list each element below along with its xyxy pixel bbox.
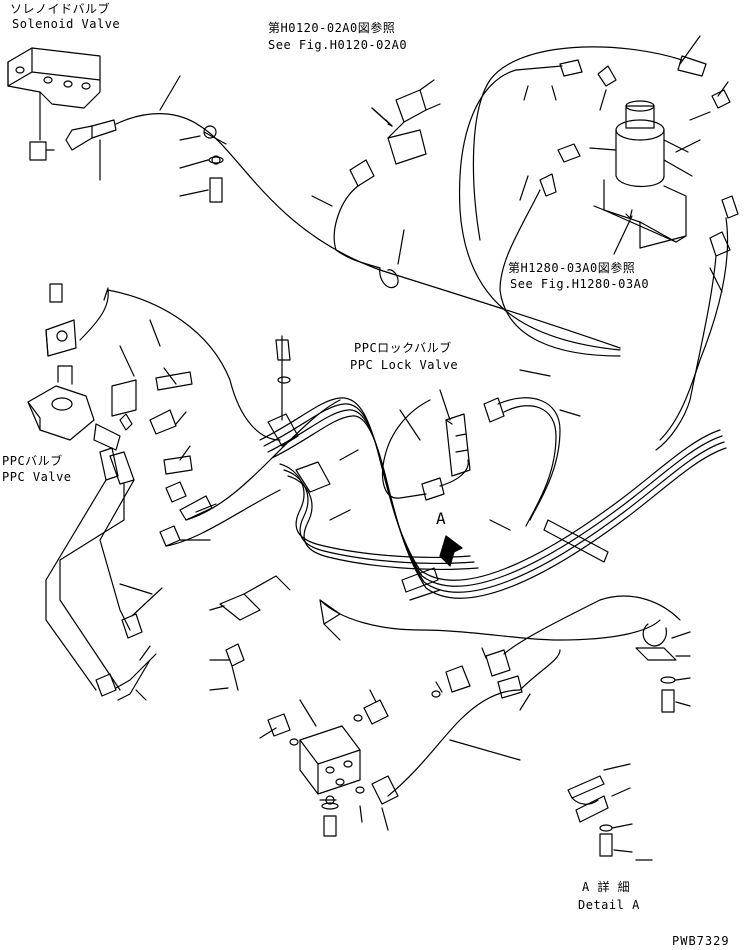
hose-lower-3 <box>387 689 521 797</box>
drawing-number: PWB7329 <box>672 934 730 948</box>
leader-line <box>159 75 181 111</box>
ppc-hose-2 <box>59 483 125 691</box>
hose-lower-2 <box>519 649 561 691</box>
solenoid-valve-label-jp: ソレノイドバルブ <box>10 2 111 16</box>
pump-fittings <box>515 35 739 293</box>
manifold-block <box>267 649 523 837</box>
fig-h1280-ref-en: See Fig.H1280-03A0 <box>510 277 650 291</box>
hose-loop-outer <box>472 46 683 241</box>
ppc-lock-valve-label-en: PPC Lock Valve <box>350 358 459 372</box>
detail-a-label-en: Detail A <box>578 898 640 912</box>
hose-lower-5 <box>219 593 261 621</box>
hose-right-down-2 <box>655 255 717 451</box>
hose-right-down <box>659 217 729 441</box>
view-a-arrow <box>439 535 463 567</box>
ppc-hose-4 <box>99 479 135 631</box>
ppc-valve <box>27 283 213 547</box>
hose-loop-right <box>458 69 621 351</box>
ppc-valve-label-en: PPC Valve <box>2 470 72 484</box>
ppc-lock-valve-label-jp: PPCロックバルブ <box>354 341 452 355</box>
hose-lower-1 <box>503 595 681 655</box>
ppc-hose-1 <box>107 289 281 441</box>
solenoid-hose-fitting <box>65 119 117 181</box>
hose-lower-8 <box>319 599 341 625</box>
valve-block-h0120 <box>311 79 441 269</box>
ppc-hose-6 <box>165 489 281 547</box>
clamp-bolt <box>179 125 227 203</box>
fig-h0120-ref-en: See Fig.H0120-02A0 <box>268 38 408 52</box>
lower-left-fittings <box>95 587 163 701</box>
ppc-hose-3 <box>45 479 107 691</box>
hose-solenoid-to-lock <box>115 113 621 349</box>
ppc-lock-valve <box>381 389 561 527</box>
leader-lines-lower <box>209 605 531 831</box>
hose-clamp <box>379 229 405 289</box>
leader-lines-misc <box>103 287 581 701</box>
fig-h0120-ref-jp: 第H0120-02A0図参照 <box>268 21 396 35</box>
pump-assembly-h1280 <box>589 100 693 249</box>
solenoid-valve <box>7 47 101 161</box>
view-a-label: A <box>436 509 447 528</box>
hose-lower-4 <box>319 599 661 641</box>
hose-lower-6 <box>243 575 291 595</box>
right-clamp-assembly <box>635 623 691 713</box>
detail-a-label-jp: A 詳 細 <box>582 880 631 894</box>
bundle-clamps <box>267 335 609 593</box>
tube-bundle-center <box>259 397 727 599</box>
hose-to-accum <box>499 189 621 357</box>
fig-h1280-ref-jp: 第H1280-03A0図参照 <box>508 261 636 275</box>
detail-a <box>567 763 653 861</box>
hose-lower-7 <box>225 643 245 691</box>
solenoid-valve-label-en: Solenoid Valve <box>12 17 121 31</box>
leader-line <box>613 215 633 255</box>
ppc-valve-label-jp: PPCバルブ <box>2 454 63 468</box>
leader-line <box>625 209 633 219</box>
